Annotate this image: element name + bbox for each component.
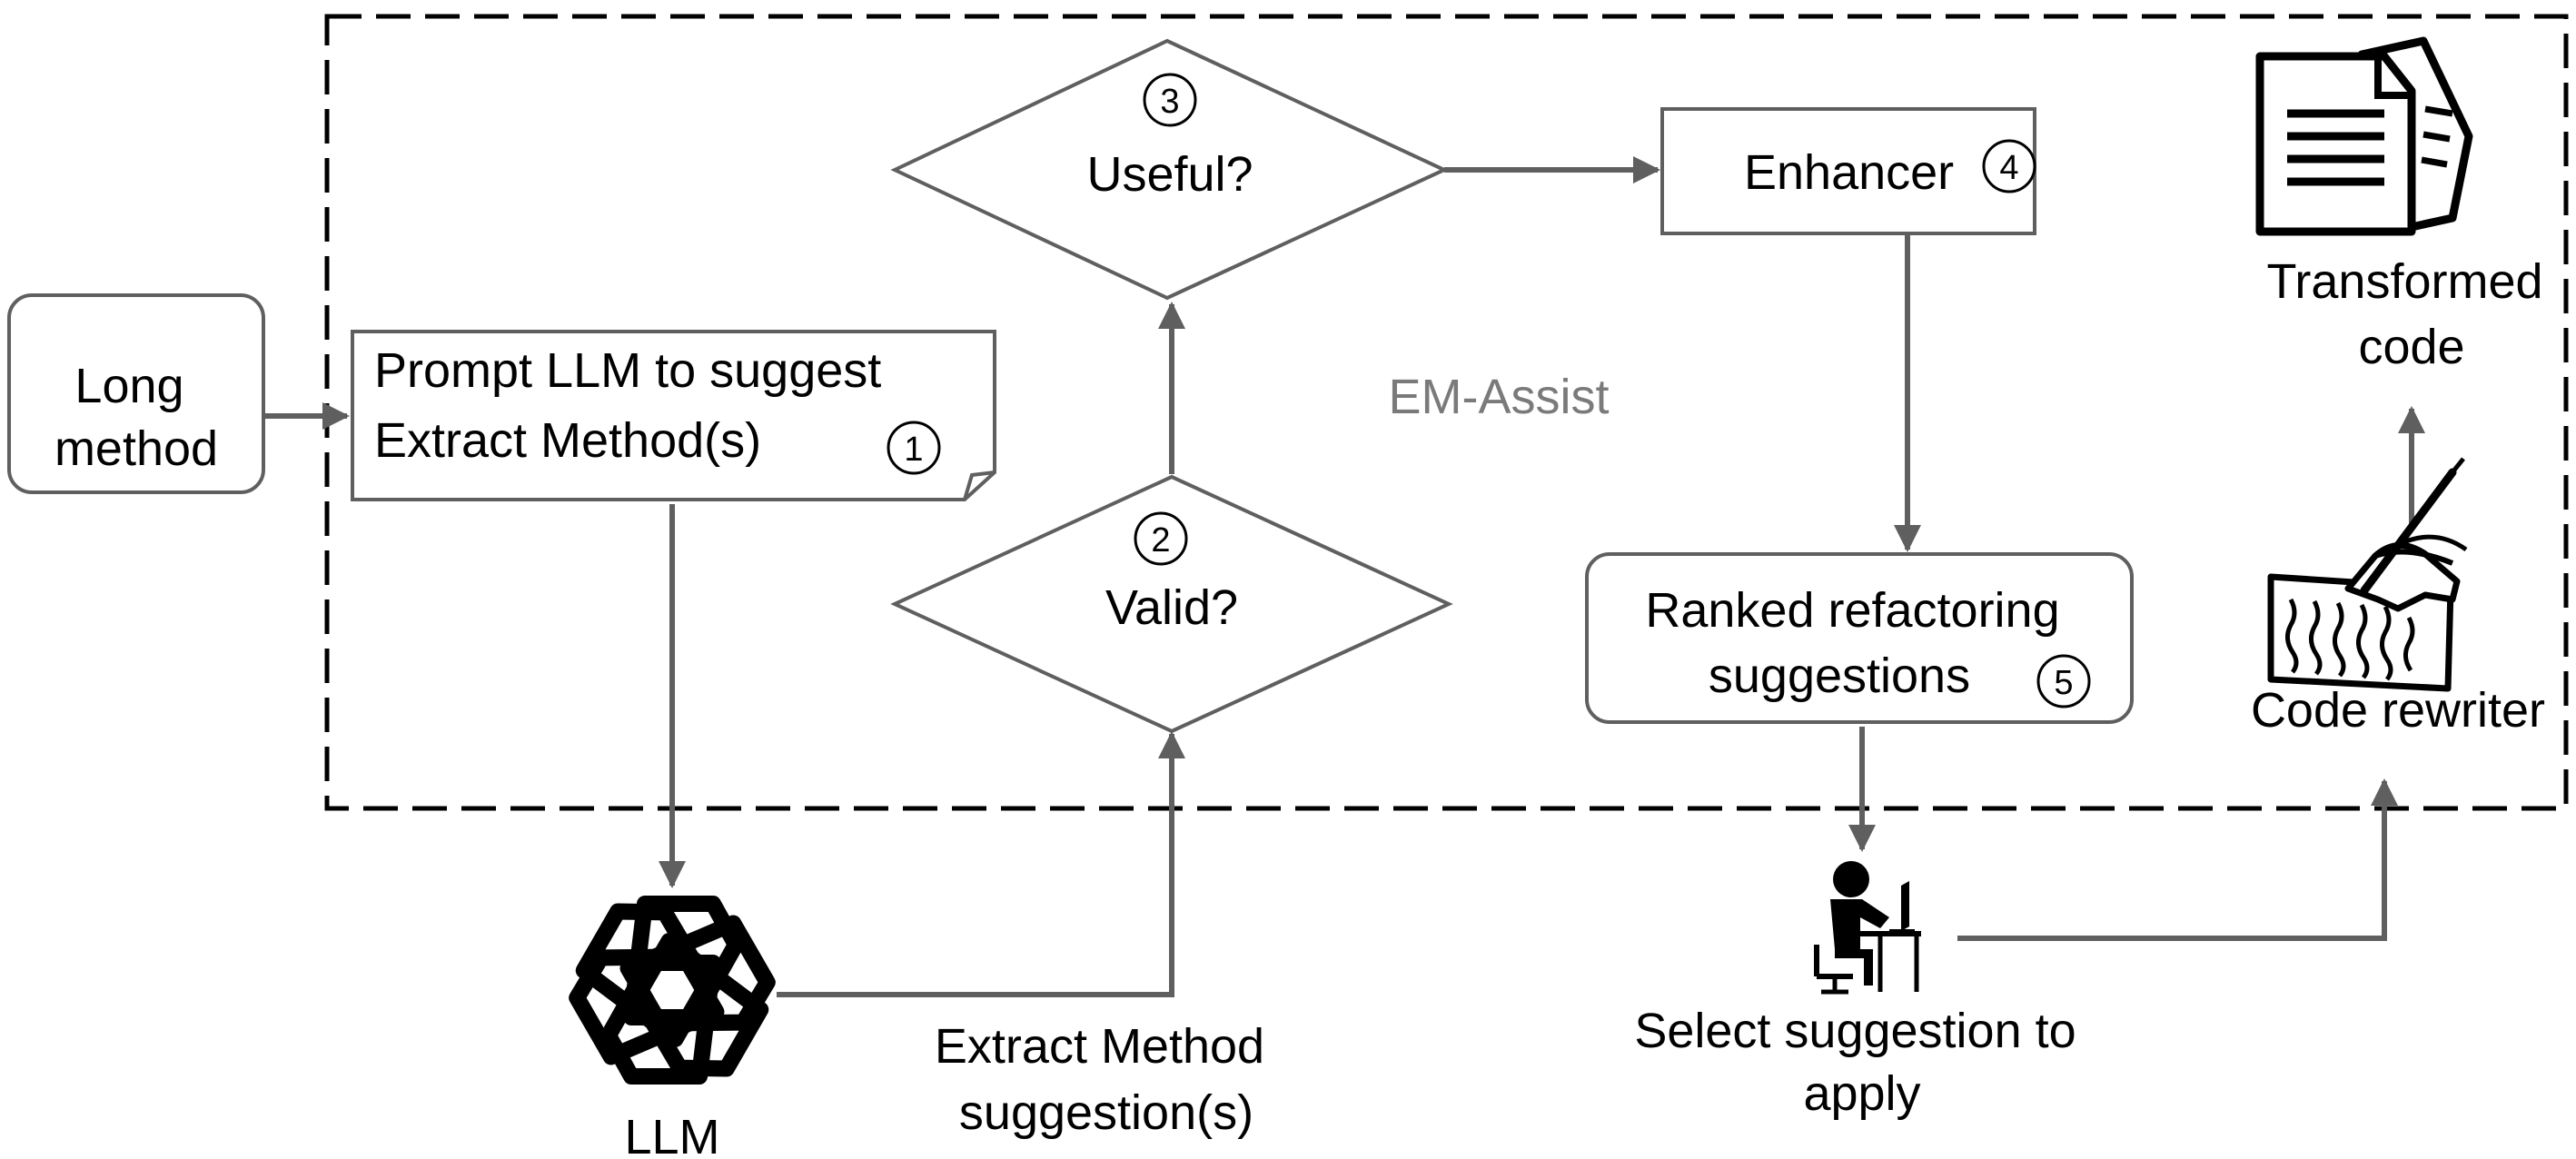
valid-decision (890, 474, 1453, 734)
step-2-number: 2 (1151, 521, 1170, 560)
valid-label: Valid? (1105, 580, 1238, 635)
edge-llm-to-valid (777, 731, 1185, 997)
step-1-number: 1 (904, 431, 923, 469)
step-4-number: 4 (1999, 149, 2018, 187)
step-4-badge (1982, 139, 2036, 193)
step-2-badge (1134, 511, 1188, 566)
useful-label: Useful? (1086, 147, 1253, 202)
enhancer-node (1660, 107, 2036, 235)
ranked-suggestions-node (1585, 552, 2134, 724)
edges (263, 156, 2425, 997)
step-3-badge (1143, 73, 1197, 127)
person-at-computer-icon (1814, 861, 1921, 995)
llm-label: LLM (624, 1110, 719, 1159)
step-1-badge (887, 421, 941, 475)
extract-suggestions-label: Extract Method suggestion(s) (935, 1019, 1278, 1140)
documents-icon (2255, 36, 2473, 236)
prompt-label: Prompt LLM to suggest Extract Method(s) (374, 343, 895, 468)
step-5-number: 5 (2054, 664, 2073, 702)
useful-decision (890, 38, 1449, 301)
prompt-node-fold (963, 471, 996, 500)
transformed-code-label: Transformed code (2266, 254, 2556, 374)
step-3-number: 3 (1160, 83, 1179, 121)
long-method-node (7, 293, 265, 494)
ranked-suggestions-label: Ranked refactoring suggestions (1645, 583, 2073, 703)
enhancer-label: Enhancer (1744, 145, 1954, 200)
code-rewriter-label: Code rewriter (2251, 683, 2545, 738)
step-5-badge (2036, 654, 2091, 708)
long-method-label: Long method (54, 359, 218, 476)
system-label: EM-Assist (1389, 370, 1610, 424)
prompt-node (351, 330, 996, 501)
edge-user-to-rewriter (1957, 778, 2398, 941)
hand-writing-icon (2267, 457, 2468, 692)
openai-logo-icon (569, 896, 776, 1085)
select-suggestion-label: Select suggestion to apply (1634, 1004, 2089, 1121)
